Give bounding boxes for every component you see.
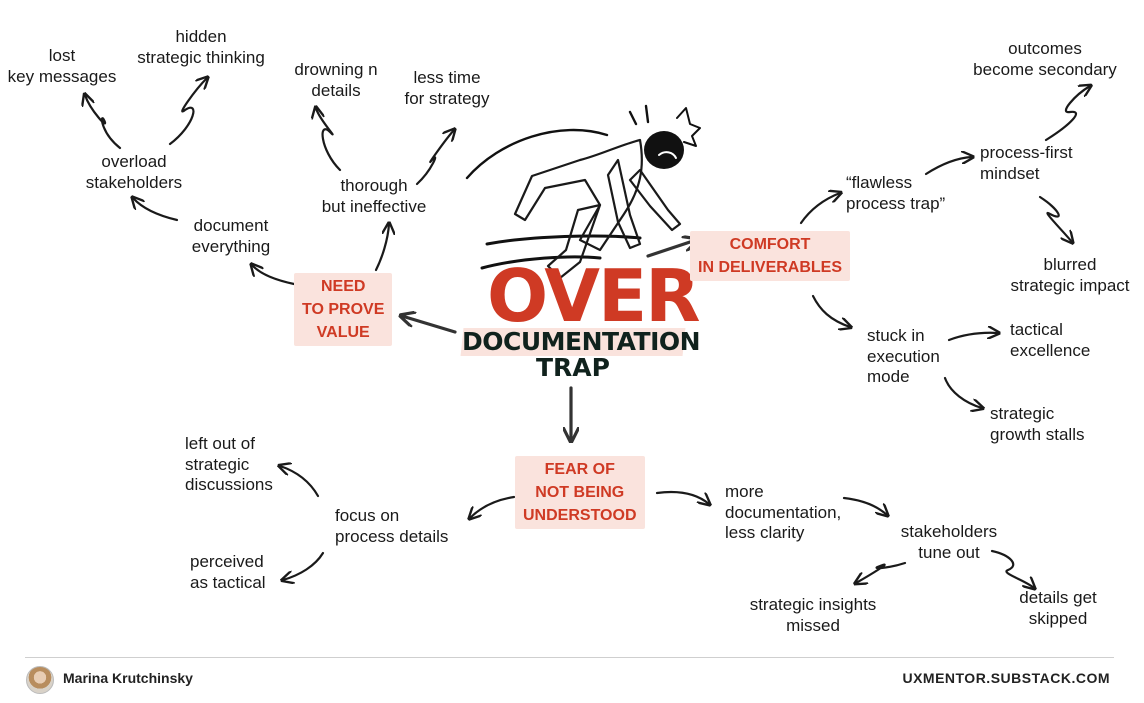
- node-focus-on-process-details: focus on process details: [335, 506, 449, 546]
- node-strategic-growth-stalls: strategic growth stalls: [990, 404, 1085, 444]
- arrow-stuck-growth: [943, 376, 982, 408]
- footer-divider: [25, 657, 1114, 658]
- node-hidden-strategic-thinking: hidden strategic thinking: [137, 27, 265, 67]
- node-more-documentation-less-clarity: more documentation, less clarity: [725, 482, 842, 542]
- arrow-comfort-flawless: [799, 193, 840, 225]
- arrow-need-thorough: [374, 224, 389, 272]
- hub-comfort-in-deliverables: COMFORT IN DELIVERABLES: [690, 231, 851, 281]
- arrow-overload-lost: [85, 95, 122, 150]
- author-name: Marina Krutchinsky: [63, 670, 193, 686]
- arrow-thorough-drowning: [316, 108, 342, 172]
- title-trap: TRAP: [536, 353, 610, 382]
- title-over: OVER: [487, 254, 701, 338]
- arrow-flawless-process: [924, 157, 972, 176]
- author-avatar: [26, 666, 54, 694]
- arrow-more-tuneout: [842, 496, 887, 515]
- arrow-process-blurred: [1038, 195, 1072, 242]
- arrow-stuck-tactical: [947, 333, 998, 342]
- node-drowning-in-details: drowning n details: [294, 60, 378, 100]
- node-strategic-insights-missed: strategic insights missed: [749, 595, 877, 635]
- node-lost-key-messages: lost key messages: [7, 46, 117, 86]
- node-tactical-excellence: tactical excellence: [1010, 320, 1091, 360]
- arrow-overload-hidden: [168, 78, 207, 146]
- arrow-thorough-lesstime: [415, 130, 454, 186]
- arrow-process-outcomes: [1044, 86, 1090, 142]
- arrow-to-need: [402, 316, 457, 334]
- node-outcomes-become-secondary: outcomes become secondary: [973, 39, 1117, 79]
- title-documentation: DOCUMENTATION: [462, 327, 701, 356]
- arrow-comfort-stuck: [811, 294, 850, 327]
- node-flawless-process-trap: “flawless process trap”: [846, 173, 946, 213]
- node-blurred-strategic-impact: blurred strategic impact: [1010, 255, 1130, 295]
- node-left-out-of-strategic-discussions: left out of strategic discussions: [185, 434, 273, 494]
- arrow-need-document: [252, 265, 296, 286]
- node-stuck-in-execution-mode: stuck in execution mode: [867, 326, 940, 386]
- falling-person-illustration: [465, 104, 701, 280]
- arrow-fear-more: [655, 490, 709, 504]
- hub-need-to-prove-value: NEED TO PROVE VALUE: [294, 273, 393, 346]
- node-stakeholders-tune-out: stakeholders tune out: [900, 522, 998, 562]
- node-less-time-for-strategy: less time for strategy: [404, 68, 490, 108]
- node-thorough-but-ineffective: thorough but ineffective: [321, 176, 427, 216]
- arrow-to-comfort: [646, 240, 696, 258]
- node-document-everything: document everything: [191, 216, 271, 256]
- node-overload-stakeholders: overload stakeholders: [85, 152, 183, 192]
- arrow-tuneout-insights: [856, 561, 907, 583]
- arrow-document-overload: [133, 198, 179, 222]
- arrow-tuneout-skipped: [990, 549, 1034, 588]
- hub-fear-of-not-being-understood: FEAR OF NOT BEING UNDERSTOOD: [515, 456, 645, 529]
- node-perceived-as-tactical: perceived as tactical: [190, 552, 266, 592]
- node-process-first-mindset: process-first mindset: [980, 143, 1073, 183]
- arrow-focus-leftout: [280, 466, 320, 498]
- site-url[interactable]: UXMENTOR.SUBSTACK.COM: [902, 670, 1110, 686]
- node-details-get-skipped: details get skipped: [1019, 588, 1097, 628]
- arrow-fear-focus: [470, 495, 516, 518]
- arrow-focus-perceived: [283, 551, 325, 580]
